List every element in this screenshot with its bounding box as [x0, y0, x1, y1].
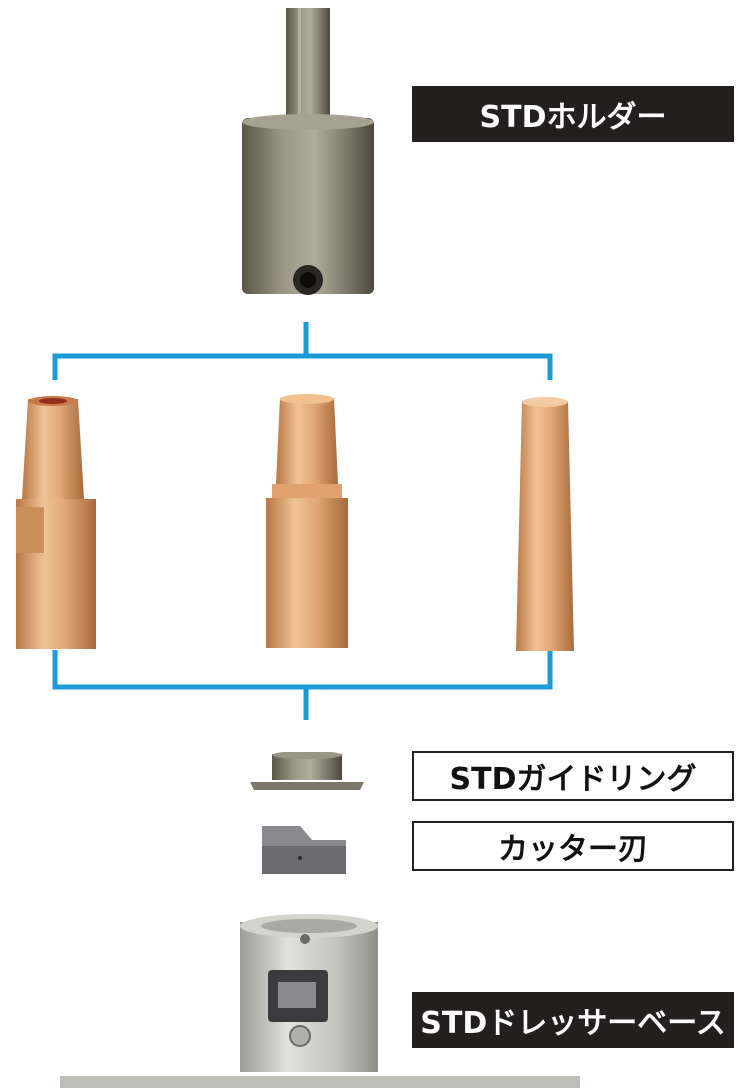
guide-ring-label-text: STDガイドリング [449, 762, 697, 797]
cutter-blade-icon [262, 826, 346, 874]
dresser-base-label-text: STDドレッサーベース [420, 1006, 726, 1041]
dresser-base-label: STDドレッサーベース [412, 992, 734, 1048]
electrode-tip-left-icon [16, 396, 96, 649]
electrode-tip-right-icon [516, 397, 574, 651]
dresser-base-icon [60, 914, 580, 1088]
holder-label-text: STDホルダー [479, 100, 667, 135]
std-holder-icon [242, 8, 374, 295]
cutter-blade-label: カッター刃 [412, 821, 734, 871]
cutter-blade-label-text: カッター刃 [498, 832, 648, 867]
guide-ring-icon [250, 752, 364, 790]
holder-label: STDホルダー [412, 86, 734, 142]
guide-ring-label: STDガイドリング [412, 751, 734, 801]
electrode-tip-center-icon [266, 394, 348, 648]
